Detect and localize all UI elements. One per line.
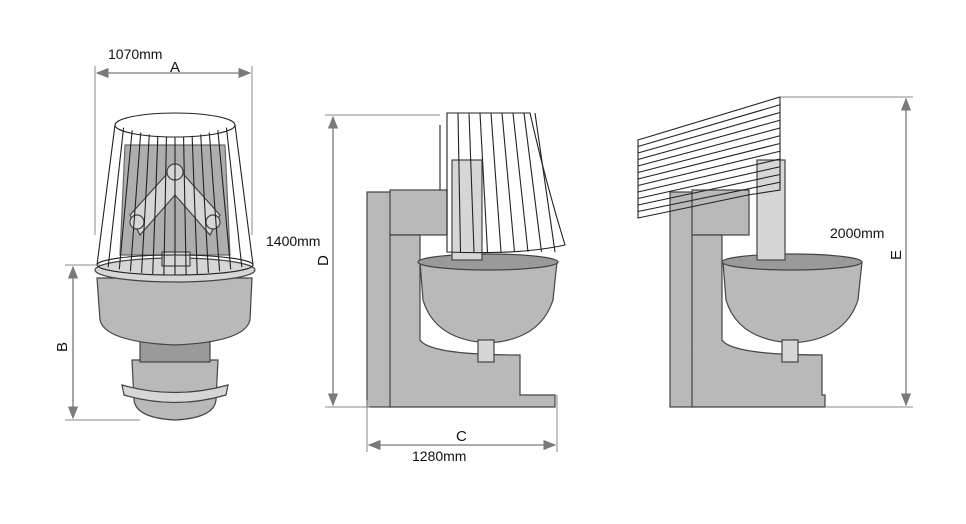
dimension-letter-b: B: [54, 342, 71, 352]
dimension-letter-a: A: [170, 59, 180, 76]
open-height-label: 2000mm: [830, 225, 884, 241]
dimension-letter-e: E: [888, 250, 905, 260]
width-label: 1070mm: [108, 46, 162, 62]
side-guard: [439, 112, 566, 254]
safety-guard: [96, 112, 254, 276]
lower-housing: [121, 339, 229, 421]
depth-label: 1280mm: [412, 448, 466, 464]
side-view: 1400mm D C 1280mm: [266, 112, 566, 464]
open-guard-view: 2000mm E: [637, 96, 913, 408]
front-view: 1070mm A B: [54, 46, 256, 421]
dimension-letter-d: D: [315, 255, 332, 266]
dimension-letter-c: C: [456, 428, 467, 445]
side-height-label: 1400mm: [266, 233, 320, 249]
open-guard: [637, 96, 781, 219]
